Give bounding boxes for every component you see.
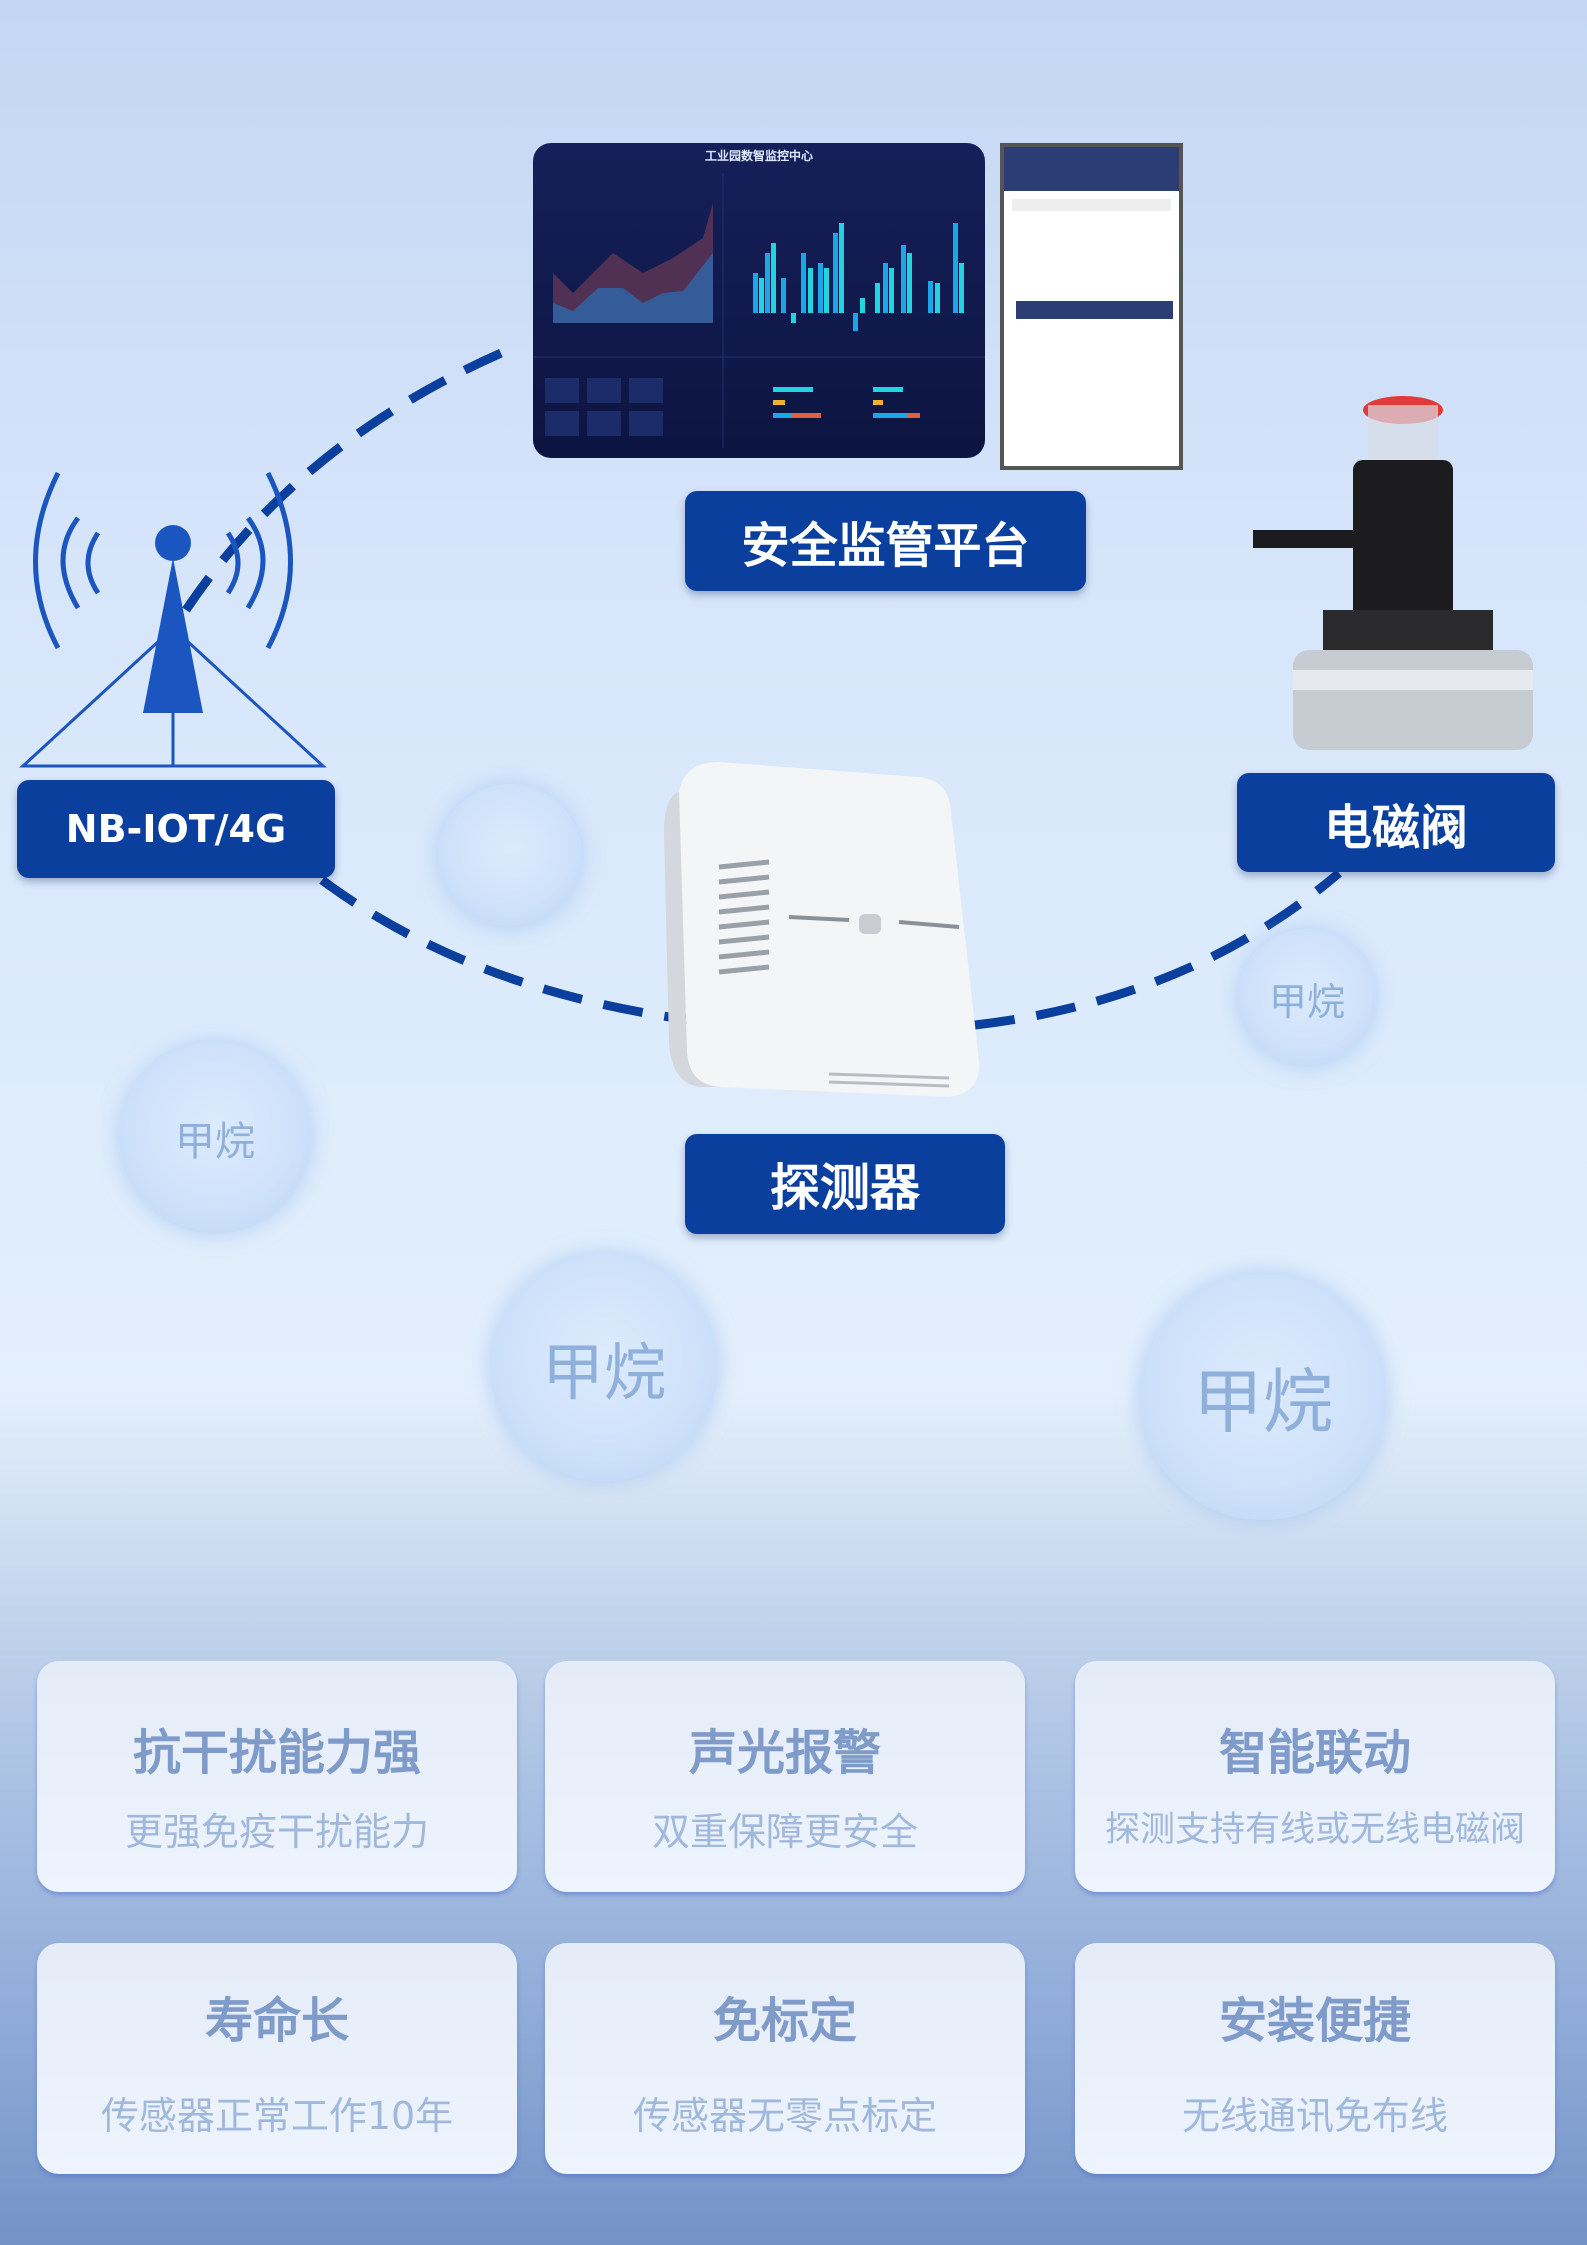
feature-card: 抗干扰能力强更强免疫干扰能力 xyxy=(37,1661,517,1892)
feature-subtitle: 无线通讯免布线 xyxy=(1181,2094,1448,2138)
feature-title: 抗干扰能力强 xyxy=(132,1725,421,1781)
feature-card: 寿命长传感器正常工作10年 xyxy=(37,1943,517,2174)
gas-bubble-label: 甲烷 xyxy=(1268,979,1345,1024)
gas-bubble-label: 甲烷 xyxy=(175,1119,255,1165)
gas-bubble: 甲烷 xyxy=(119,1042,311,1234)
feature-subtitle: 探测支持有线或无线电磁阀 xyxy=(1104,1810,1525,1850)
gas-bubble: 甲烷 xyxy=(490,1253,718,1481)
feature-subtitle: 双重保障更安全 xyxy=(651,1810,918,1854)
gas-bubble-label: 甲烷 xyxy=(1193,1360,1333,1443)
feature-title: 免标定 xyxy=(712,1993,857,2049)
feature-title: 寿命长 xyxy=(204,1993,349,2049)
feature-card: 声光报警双重保障更安全 xyxy=(545,1661,1025,1892)
gas-bubble-label: 甲烷 xyxy=(541,1336,666,1409)
dashboard-screenshot: 工业园数智监控中心 xyxy=(533,143,985,458)
network-label: NB-IOT/4G xyxy=(17,780,335,878)
detector-label: 探测器 xyxy=(685,1134,1005,1234)
feature-card: 免标定传感器无零点标定 xyxy=(545,1943,1025,2174)
valve-label: 电磁阀 xyxy=(1237,773,1555,872)
gas-bubble: 甲烷 xyxy=(1139,1272,1387,1520)
dashboard-charts xyxy=(533,173,985,448)
feature-subtitle: 传感器无零点标定 xyxy=(632,2094,937,2138)
dashboard-title: 工业园数智监控中心 xyxy=(704,149,813,163)
solenoid-valve-image xyxy=(1253,396,1533,750)
feature-title: 声光报警 xyxy=(688,1725,881,1781)
feature-title: 智能联动 xyxy=(1218,1725,1411,1781)
feature-card: 安装便捷无线通讯免布线 xyxy=(1075,1943,1555,2174)
gas-detector-image xyxy=(664,762,980,1097)
feature-subtitle: 更强免疫干扰能力 xyxy=(124,1810,429,1854)
mobile-app-screenshot xyxy=(1000,143,1183,470)
signal-tower-icon xyxy=(19,471,327,768)
gas-bubble: 甲烷 xyxy=(1238,929,1376,1067)
feature-title: 安装便捷 xyxy=(1218,1993,1411,2049)
gas-bubble-empty xyxy=(438,784,582,928)
platform-label: 安全监管平台 xyxy=(685,491,1086,591)
feature-subtitle: 传感器正常工作10年 xyxy=(100,2094,454,2138)
feature-card: 智能联动探测支持有线或无线电磁阀 xyxy=(1075,1661,1555,1892)
